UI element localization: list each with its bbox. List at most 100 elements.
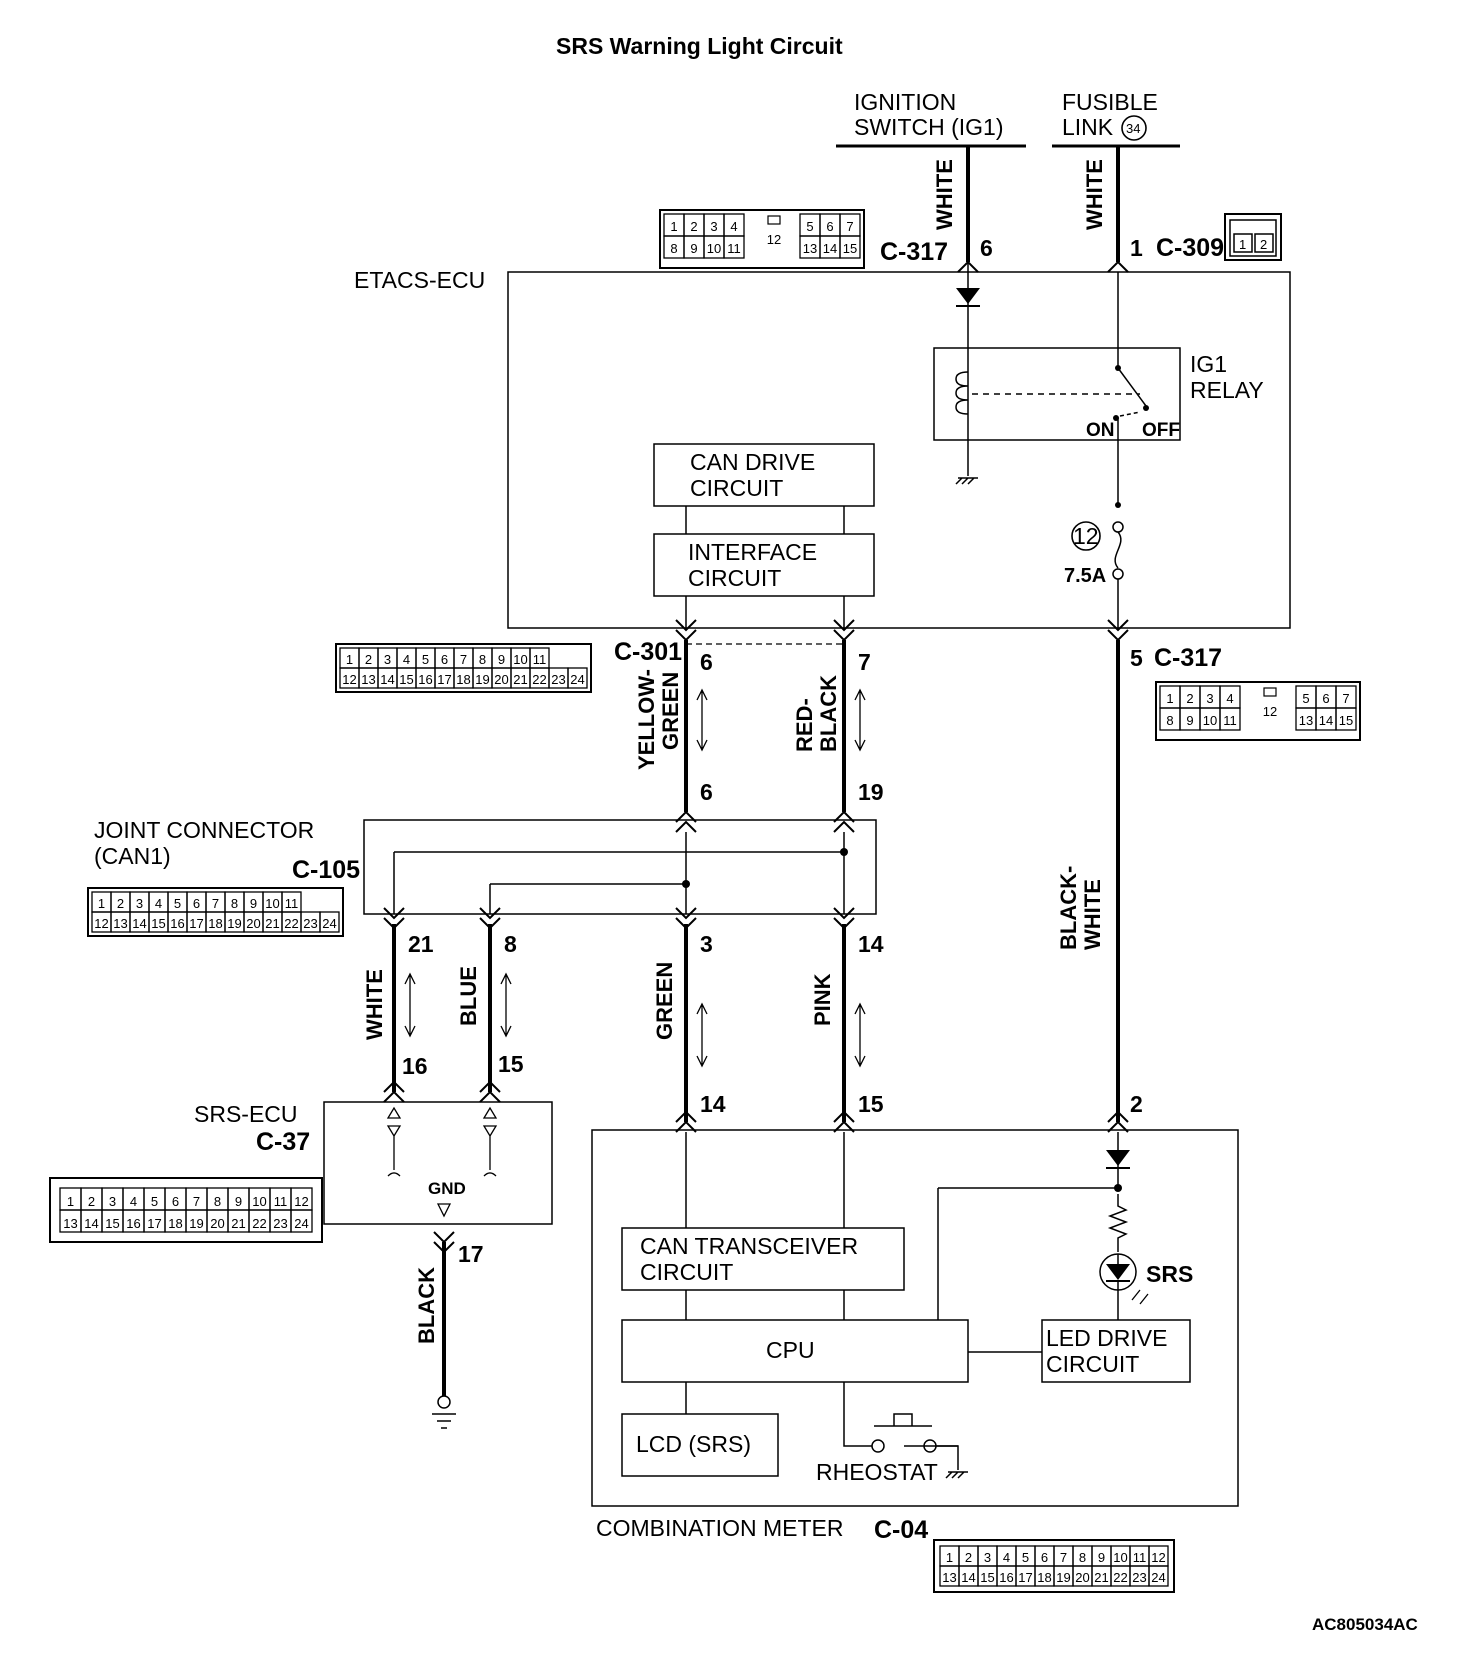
etacs-ecu-box	[507, 271, 1291, 629]
lcd-srs-label: LCD (SRS)	[636, 1431, 751, 1457]
srs-gnd-label: GND	[428, 1179, 466, 1198]
rheostat-switch-icon	[843, 1382, 959, 1470]
connector-pin-number: 1	[1166, 691, 1173, 706]
connector-pin-number: 18	[456, 672, 470, 687]
interface-label-2: CIRCUIT	[688, 565, 781, 591]
connector-pin-number: 15	[399, 672, 413, 687]
connector-pin-number: 16	[170, 916, 184, 931]
connector-pin-number: 8	[1079, 1550, 1086, 1565]
connector-pin-number: 10	[1113, 1550, 1127, 1565]
connector-pin-number: 6	[193, 896, 200, 911]
srs-ecu-box	[323, 1101, 553, 1225]
pin-srs-15: 15	[498, 1051, 524, 1077]
connector-pin-number: 22	[532, 672, 546, 687]
connector-pin-number: 21	[1094, 1570, 1108, 1585]
connector-pin-number: 17	[437, 672, 451, 687]
joint-connector-box	[363, 819, 877, 915]
lcd-srs-box	[621, 1413, 779, 1477]
ground-icon	[432, 1413, 456, 1429]
led-drive-circuit-box	[1041, 1319, 1191, 1383]
combination-meter-box	[591, 1129, 1239, 1507]
pin-ig: 6	[980, 235, 993, 261]
connector-pin-number: 6	[826, 219, 833, 234]
connector-pin-number: 9	[1186, 713, 1193, 728]
relay-on-label: ON	[1086, 420, 1115, 441]
connector-pin-number: 14	[1319, 713, 1333, 728]
wire-label-white: WHITE	[362, 969, 387, 1040]
pin-meter-15: 15	[858, 1091, 884, 1117]
connector-pin-number: 16	[418, 672, 432, 687]
fuse-icon	[1114, 531, 1122, 569]
connector-pin-number: 1	[98, 896, 105, 911]
connector-pin-number: 24	[570, 672, 584, 687]
connector-pin-number: 23	[303, 916, 317, 931]
connector-pin-number: 23	[273, 1216, 287, 1231]
connector-pin-number: 18	[168, 1216, 182, 1231]
can-drive-circuit-box	[653, 443, 875, 507]
wire-label-yellow-green-1: YELLOW-	[634, 669, 659, 770]
connector-pin-number: 9	[1098, 1550, 1105, 1565]
connector-face-c309: 1 2	[1224, 213, 1282, 261]
connector-pin-number: 2	[965, 1550, 972, 1565]
fuse-number-circle	[1071, 521, 1101, 551]
connector-pin-number: 8	[214, 1194, 221, 1209]
connector-pin-number: 20	[1075, 1570, 1089, 1585]
wire-label-blue: BLUE	[456, 966, 481, 1026]
connector-pin-number: 14	[380, 672, 394, 687]
connector-pin-number: 19	[189, 1216, 203, 1231]
ig1-relay-box	[933, 347, 1181, 441]
connector-pin-number: 9	[498, 652, 505, 667]
wire-label-black-white-2: WHITE	[1080, 879, 1105, 950]
ignition-switch-label-2: SWITCH (IG1)	[854, 114, 1004, 140]
pin-meter-2: 2	[1130, 1091, 1143, 1117]
relay-off-label: OFF	[1142, 420, 1180, 441]
pin-srs-16: 16	[402, 1053, 428, 1079]
pin-c301-b: 7	[858, 649, 871, 675]
connector-pin-number: 11	[1133, 1550, 1147, 1565]
connector-pin-number: 14	[823, 241, 837, 256]
connector-pin-number: 16	[126, 1216, 140, 1231]
figure-id: AC805034AC	[1312, 1615, 1418, 1634]
connector-pin-number: 8	[1166, 713, 1173, 728]
connector-pin-number: 1	[670, 219, 677, 234]
connector-pin-number: 9	[250, 896, 257, 911]
wire-label-red-black-2: BLACK	[816, 675, 841, 752]
connector-pin-number: 2	[88, 1194, 95, 1209]
connector-pin-number: 3	[136, 896, 143, 911]
connector-pin-number: 17	[1018, 1570, 1032, 1585]
relay-label-2: RELAY	[1190, 377, 1264, 403]
led-drive-label-1: LED DRIVE	[1046, 1325, 1167, 1351]
connector-pin-number: 15	[1339, 713, 1353, 728]
connector-pin-number: 11	[1223, 713, 1237, 728]
connector-pin-number: 5	[422, 652, 429, 667]
rheostat-label: RHEOSTAT	[816, 1459, 938, 1485]
connector-pin-number: 4	[1226, 691, 1233, 706]
connector-pin-number: 10	[513, 652, 527, 667]
srs-gnd-arrow-icon	[436, 1203, 452, 1218]
connector-pin-number: 15	[151, 916, 165, 931]
relay-ground-icon	[955, 477, 978, 485]
connector-pin-number: 10	[265, 896, 279, 911]
pin-joint-21: 21	[408, 931, 434, 957]
cpu-box	[621, 1319, 969, 1383]
connector-pin-number: 12	[94, 916, 108, 931]
connector-pin-number: 5	[151, 1194, 158, 1209]
connector-pin-number: 4	[1003, 1550, 1010, 1565]
connector-pin-number: 18	[208, 916, 222, 931]
connector-pin-number: 21	[231, 1216, 245, 1231]
connector-pin-number: 19	[227, 916, 241, 931]
wire-label-ig-white: WHITE	[932, 159, 957, 230]
connector-pin-number: 10	[707, 241, 721, 256]
connector-pin-number: 14	[961, 1570, 975, 1585]
connector-pin-number: 12	[767, 232, 781, 247]
interface-label-1: INTERFACE	[688, 539, 817, 565]
pin-joint-14: 14	[858, 931, 884, 957]
can-transceiver-label-2: CIRCUIT	[640, 1259, 733, 1285]
connector-pin-number: 12	[1263, 704, 1277, 719]
connector-pin-number: 5	[174, 896, 181, 911]
fuse-rating: 7.5A	[1064, 565, 1106, 587]
connector-pin-number: 15	[980, 1570, 994, 1585]
